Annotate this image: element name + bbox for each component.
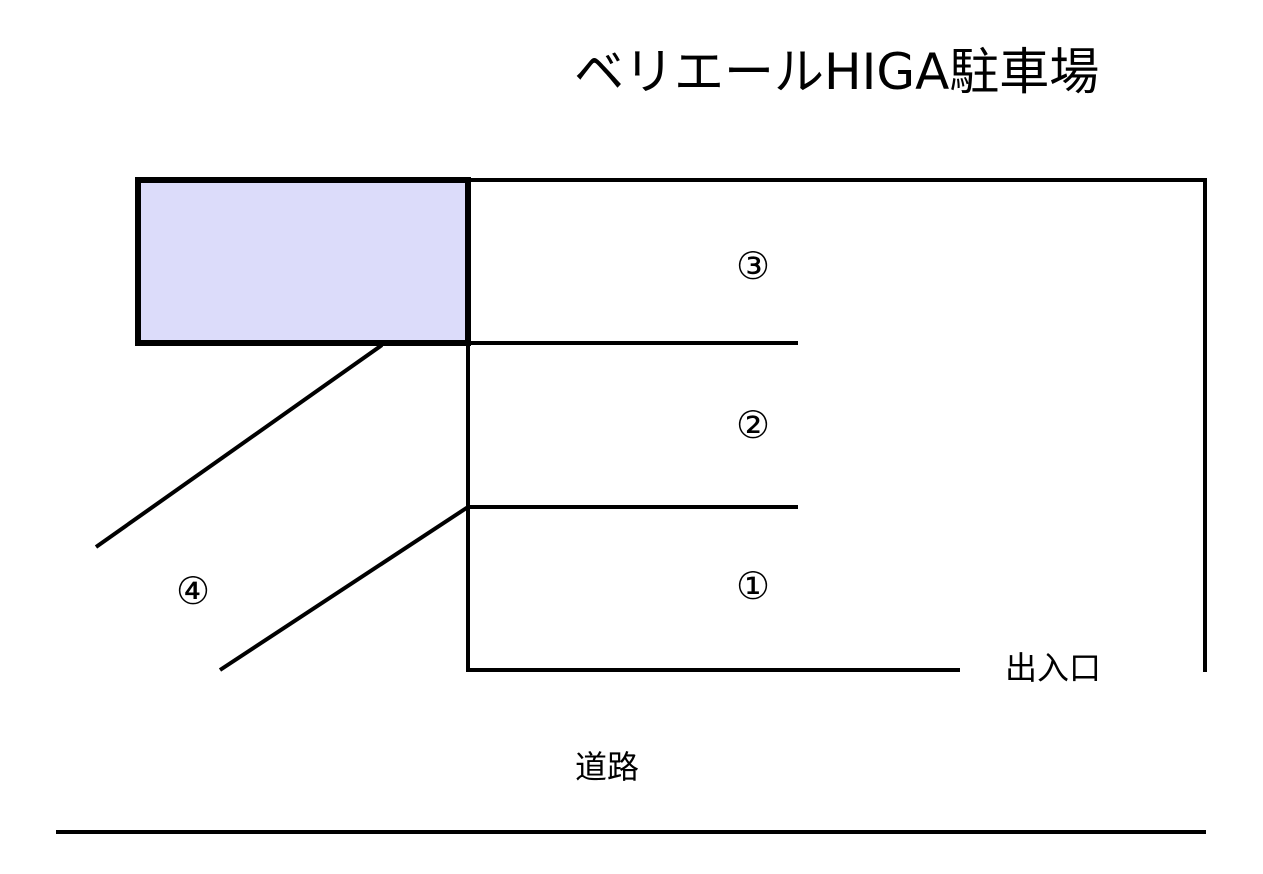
space-1-label: ①: [736, 564, 771, 608]
space-3-label: ③: [736, 244, 771, 288]
page-title: ベリエールHIGA駐車場: [574, 43, 1100, 101]
diagonal-lower-line: [218, 505, 470, 672]
entrance-label: 出入口: [1005, 649, 1102, 687]
space-2-label: ②: [736, 403, 771, 447]
building: [135, 177, 471, 346]
space-4-label: ④: [176, 569, 211, 613]
road-label: 道路: [575, 748, 640, 786]
diagonal-upper-line: [94, 343, 384, 549]
